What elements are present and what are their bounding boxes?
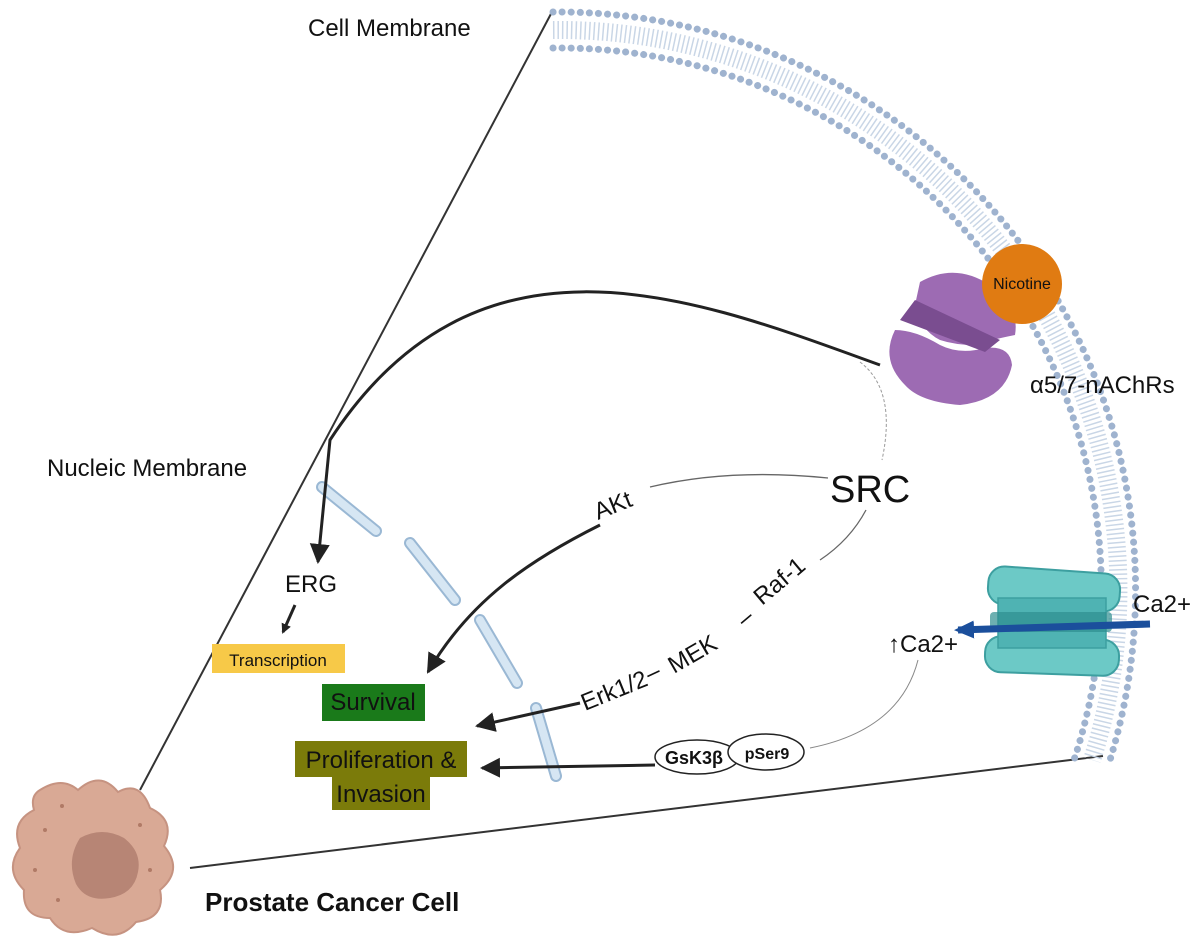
akt-to-survival-arrow bbox=[426, 523, 601, 674]
src-to-raf-line bbox=[819, 509, 867, 561]
calcium-influx-arrow bbox=[954, 620, 1151, 639]
raf-label: Raf-1 bbox=[749, 552, 811, 610]
ca-outside-label: Ca2+ bbox=[1133, 591, 1191, 618]
ca-inside-label: ↑Ca2+ bbox=[888, 631, 958, 658]
ca-to-gsk-line bbox=[809, 659, 919, 749]
nuclear-membrane bbox=[316, 481, 562, 782]
calcium-channel bbox=[954, 565, 1151, 677]
wedge-upper-line bbox=[139, 9, 554, 791]
invasion-box bbox=[332, 776, 430, 810]
membrane-outer-heads bbox=[549, 8, 1140, 764]
erg-label: ERG bbox=[285, 571, 337, 598]
nachr-receptor bbox=[889, 244, 1062, 405]
cell-nucleus bbox=[71, 832, 139, 899]
receptor-channel bbox=[900, 300, 1000, 352]
gsk-to-proliferation-arrow bbox=[480, 757, 656, 778]
receptor-label: α5/7-nAChRs bbox=[1030, 372, 1175, 399]
pser9-shape bbox=[727, 733, 805, 771]
nucleic-membrane-label: Nucleic Membrane bbox=[47, 455, 247, 482]
survival-label: Survival bbox=[330, 689, 415, 716]
prostate-cancer-cell-label: Prostate Cancer Cell bbox=[205, 887, 459, 917]
cell-dot bbox=[138, 823, 142, 827]
prostate-cancer-cell bbox=[12, 779, 174, 936]
akt-label: AKt bbox=[590, 486, 636, 526]
gsk3b-label: GsK3β bbox=[665, 748, 723, 768]
transcription-label: Transcription bbox=[229, 651, 327, 670]
cell-dot bbox=[56, 898, 60, 902]
nicotine-molecule bbox=[982, 244, 1062, 324]
src-label: SRC bbox=[830, 469, 910, 511]
transcription-box bbox=[212, 644, 345, 673]
cell-membrane-label: Cell Membrane bbox=[308, 15, 471, 42]
nuclear-segment bbox=[476, 616, 521, 687]
cell-dot bbox=[60, 804, 64, 808]
cell-dot bbox=[43, 828, 47, 832]
nuclear-segment bbox=[318, 483, 380, 535]
survival-box bbox=[322, 684, 425, 721]
erk-label: Erk1/2 bbox=[577, 666, 651, 717]
cell-dot bbox=[33, 868, 37, 872]
nuclear-segment bbox=[406, 539, 459, 604]
nicotine-label: Nicotine bbox=[993, 276, 1051, 293]
proliferation-label: Proliferation & bbox=[306, 747, 457, 774]
receptor-lower bbox=[889, 330, 1012, 405]
erg-to-transcription-arrow bbox=[281, 604, 297, 634]
receptor-to-src-line bbox=[859, 361, 887, 461]
cell-dot bbox=[148, 868, 152, 872]
invasion-label: Invasion bbox=[336, 781, 425, 808]
pser9-label: pSer9 bbox=[745, 746, 790, 763]
wedge-lower-line bbox=[189, 755, 1104, 869]
receptor-to-erg-arrow bbox=[309, 290, 881, 564]
src-to-akt-line bbox=[649, 473, 829, 488]
mek-label: MEK bbox=[664, 630, 723, 679]
proliferation-box bbox=[295, 741, 467, 777]
membrane-tails bbox=[552, 20, 1128, 763]
dash-raf-mek: – bbox=[732, 603, 760, 633]
erk-to-proliferation-arrow bbox=[475, 701, 581, 732]
nuclear-segment bbox=[532, 704, 560, 780]
